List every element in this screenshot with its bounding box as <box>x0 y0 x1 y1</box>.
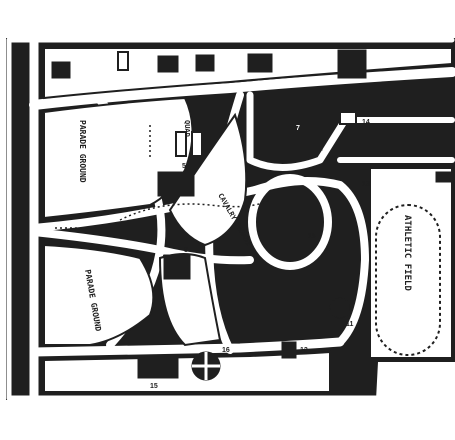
building-east-b <box>342 139 362 151</box>
building-n1 <box>117 51 129 71</box>
building-quad-small-a <box>175 131 187 157</box>
building-s-small <box>281 341 297 359</box>
building-mid-south <box>163 254 191 280</box>
num-mid-south: 8 <box>184 247 188 254</box>
num-chapel: 10 <box>308 233 316 240</box>
building-nw <box>51 61 71 79</box>
building-main-north <box>267 101 331 159</box>
parade-ground-north-area <box>43 96 194 220</box>
athletic-field <box>369 167 453 359</box>
building-east-e <box>435 171 453 183</box>
label-athletic-field: ATHLETIC FIELD <box>402 215 412 291</box>
num-cross-south: 16 <box>222 347 230 354</box>
building-east-d <box>383 131 405 141</box>
building-quad-west <box>157 171 195 197</box>
num-main-north: 7 <box>296 125 300 132</box>
building-n4 <box>247 53 273 73</box>
building-n3 <box>195 54 215 72</box>
open-grounds <box>43 47 453 393</box>
label-quad-center: QUAD <box>183 120 191 137</box>
num-stables: 13 <box>362 181 370 188</box>
label-parade-ground-north: PARADE GROUND <box>78 120 87 183</box>
footpaths <box>55 125 271 229</box>
building-ne2 <box>409 81 431 95</box>
building-southwest <box>137 357 179 379</box>
building-rotunda <box>329 297 351 319</box>
building-quad-small-b <box>191 131 203 157</box>
building-ne <box>337 49 367 79</box>
building-east-a <box>339 111 357 125</box>
quad-center-area <box>168 112 248 247</box>
num-quad-west: 5 <box>182 163 186 170</box>
buildings <box>51 49 453 381</box>
building-chapel <box>267 193 313 251</box>
num-small-east: 12 <box>300 347 308 354</box>
track-oval <box>375 204 441 356</box>
num-south-hall: 11 <box>346 321 354 328</box>
building-south-hall <box>271 289 323 339</box>
building-east-c <box>344 169 364 181</box>
num-annex: 14 <box>362 119 370 126</box>
building-n2 <box>157 55 179 73</box>
num-southwest: 15 <box>150 383 158 390</box>
parade-ground-south-area <box>43 243 155 346</box>
